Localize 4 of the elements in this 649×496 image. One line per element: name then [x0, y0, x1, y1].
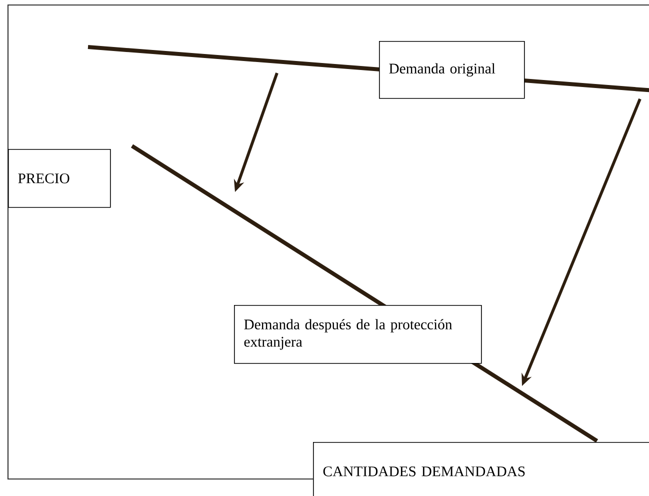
label-box: Demanda después de la protección extranjera [234, 305, 482, 364]
label-box: Demanda original [379, 41, 525, 99]
label-box: CANTIDADES DEMANDADAS [313, 442, 649, 496]
label-box: PRECIO [8, 149, 111, 208]
